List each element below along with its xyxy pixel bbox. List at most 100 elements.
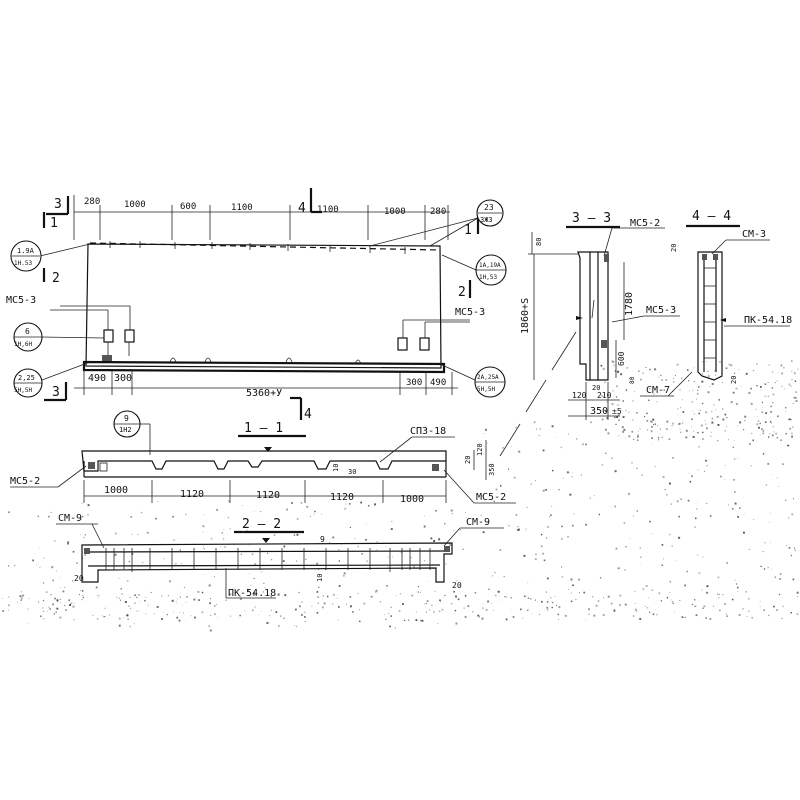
callout-bubble-mid-right: 1А,19А 1Н,53 [441,254,507,286]
section-mark-2-right: 2 [458,280,472,300]
svg-text:3Ж3: 3Ж3 [480,216,493,224]
dim-1780: 1780 [624,292,635,316]
dim-1000-left: 1000 [104,485,128,496]
panel-bottom-rib [82,360,446,374]
small-dim-30: 30 [348,468,356,476]
dim-20-right: 20 [452,581,462,590]
section-mark-2-left: 2 [42,268,60,286]
section-4-4: 4 — 4 СМ-3 20 ПК-54.18 СМ-7 20 [640,209,792,397]
bottom-dim-left-a: 490 [88,373,106,384]
top-dim-2: 1000 [124,200,146,210]
section-3-3-title: 3 — 3 [572,211,611,226]
label-mc5-3-33: МС5-3 [646,305,676,316]
svg-text:4: 4 [298,201,306,216]
section-1-1-title: 1 — 1 [244,421,283,436]
scan-noise [1,360,799,632]
top-dim-4: 1100 [231,203,253,213]
dim-1120-b: 1120 [256,490,280,501]
svg-text:1: 1 [464,223,472,238]
svg-text:1Н,53: 1Н,53 [479,274,497,281]
panel-outline [85,243,442,369]
callout-bubble-bottom-right: 2А,25А 5Н,5Н [439,363,506,398]
svg-text:1Н2: 1Н2 [119,426,132,434]
svg-text:23: 23 [484,203,494,212]
svg-text:2: 2 [458,285,466,300]
section-3-3: 3 — 3 МС5-2 МС5-3 80 1860+S 1780 600 80 … [499,211,680,457]
top-dim-5: 1100 [317,205,339,215]
bottom-dim-right-b: 490 [430,378,446,388]
dim-1860-s: 1860+S [520,298,531,334]
top-rib-ticks [109,241,406,254]
svg-text:3: 3 [52,385,60,400]
ladder-rungs [704,267,716,359]
svg-text:3: 3 [54,197,62,212]
dim-80-bottom: 80 [629,376,636,384]
section-mark-3-bottom: 3 [44,382,68,402]
slab-profile [81,450,447,472]
label-pk-54-18-44: ПК-54.18 [744,315,792,326]
section-2-2-title: 2 — 2 [242,517,281,532]
callout-bubble-bottom-left: 2,25 5Н,5Н [13,361,91,398]
svg-text:2: 2 [52,271,60,286]
level-marker-2 [262,538,270,543]
bottom-dim-total: 5360+У [246,388,282,399]
section-3-3-profile [577,251,609,381]
dim-20-left: 20 [74,574,84,583]
frame-bars [105,548,431,572]
label-sp3-18: СП3-18 [410,426,446,437]
dim-1000-right: 1000 [400,494,424,505]
section-2-2: 2 — 2 [56,513,504,599]
dim-350-width: 350 [590,406,608,417]
section-mark-4-top: 4 [298,188,322,216]
section-1-1: 1 — 1 9 1Н2 СП3-18 МС5-2 МС5-2 [10,410,516,505]
label-cm-3: СМ-3 [742,229,766,240]
svg-text:1: 1 [50,216,58,231]
top-dim-3: 600 [180,202,196,212]
svg-text:1.9А: 1.9А [17,247,35,255]
side-dim-20: 20 [464,456,472,464]
label-mc5-3-left: МС5-3 [6,295,36,306]
svg-text:5Н,5Н: 5Н,5Н [14,387,32,394]
dim-80-top: 80 [535,238,543,246]
dim-9: 9 [320,535,325,544]
label-pk-54-18: ПК-54.18 [228,588,276,599]
callout-bubble-top-left: 1.9А 1Н.53 [10,240,91,272]
label-mc5-2-right: МС5-2 [476,492,506,503]
dim-1120-c: 1120 [330,492,354,503]
label-mc5-3-right: МС5-3 [455,307,485,318]
svg-text:4: 4 [304,407,312,422]
label-cm-7: СМ-7 [646,385,670,396]
dim-10: 10 [316,574,324,582]
callout-bubble-9: 9 1Н2 [113,410,151,455]
label-mc5-2-left: МС5-2 [10,476,40,487]
callout-bubble-top-right: 23 3Ж3 [369,199,504,247]
dim-20-bottom: 20 [730,376,738,384]
label-cm-9-right: СМ-9 [466,517,490,528]
panel-elevation: 280 1000 600 1100 1100 1000 280 3 1 4 1 … [6,188,507,422]
svg-text:5Н,5Н: 5Н,5Н [477,386,495,393]
svg-text:1Н.53: 1Н.53 [14,260,32,267]
svg-text:1Н,6Н: 1Н,6Н [14,341,32,348]
svg-text:2,25: 2,25 [18,374,35,382]
section-mark-3-top-left: 3 [46,196,70,216]
svg-text:2А,25А: 2А,25А [477,374,499,381]
section-mark-4-bottom: 4 [290,396,312,422]
label-cm-9-left: СМ-9 [58,513,82,524]
callout-bubble-left-mid: 6 1Н,6Н [13,322,105,352]
svg-text:6: 6 [25,327,30,336]
dim-tolerance: ±5 [612,407,622,416]
top-dim-1: 280 [84,197,100,207]
small-dim-10: 10 [332,464,340,472]
bottom-dim-left-b: 300 [114,373,132,384]
level-marker [264,447,272,452]
svg-text:9: 9 [124,414,129,423]
bottom-dim-right-a: 300 [406,378,422,388]
top-dim-7: 280 [430,207,446,217]
embed-plate-mc5-3-left [50,305,135,361]
dim-210-b: 210 [597,391,612,400]
section-4-4-profile [697,251,723,381]
embed-plate-mc5-3-right [397,319,470,351]
section-mark-1-left: 1 [42,212,58,231]
section-4-4-title: 4 — 4 [692,209,731,224]
